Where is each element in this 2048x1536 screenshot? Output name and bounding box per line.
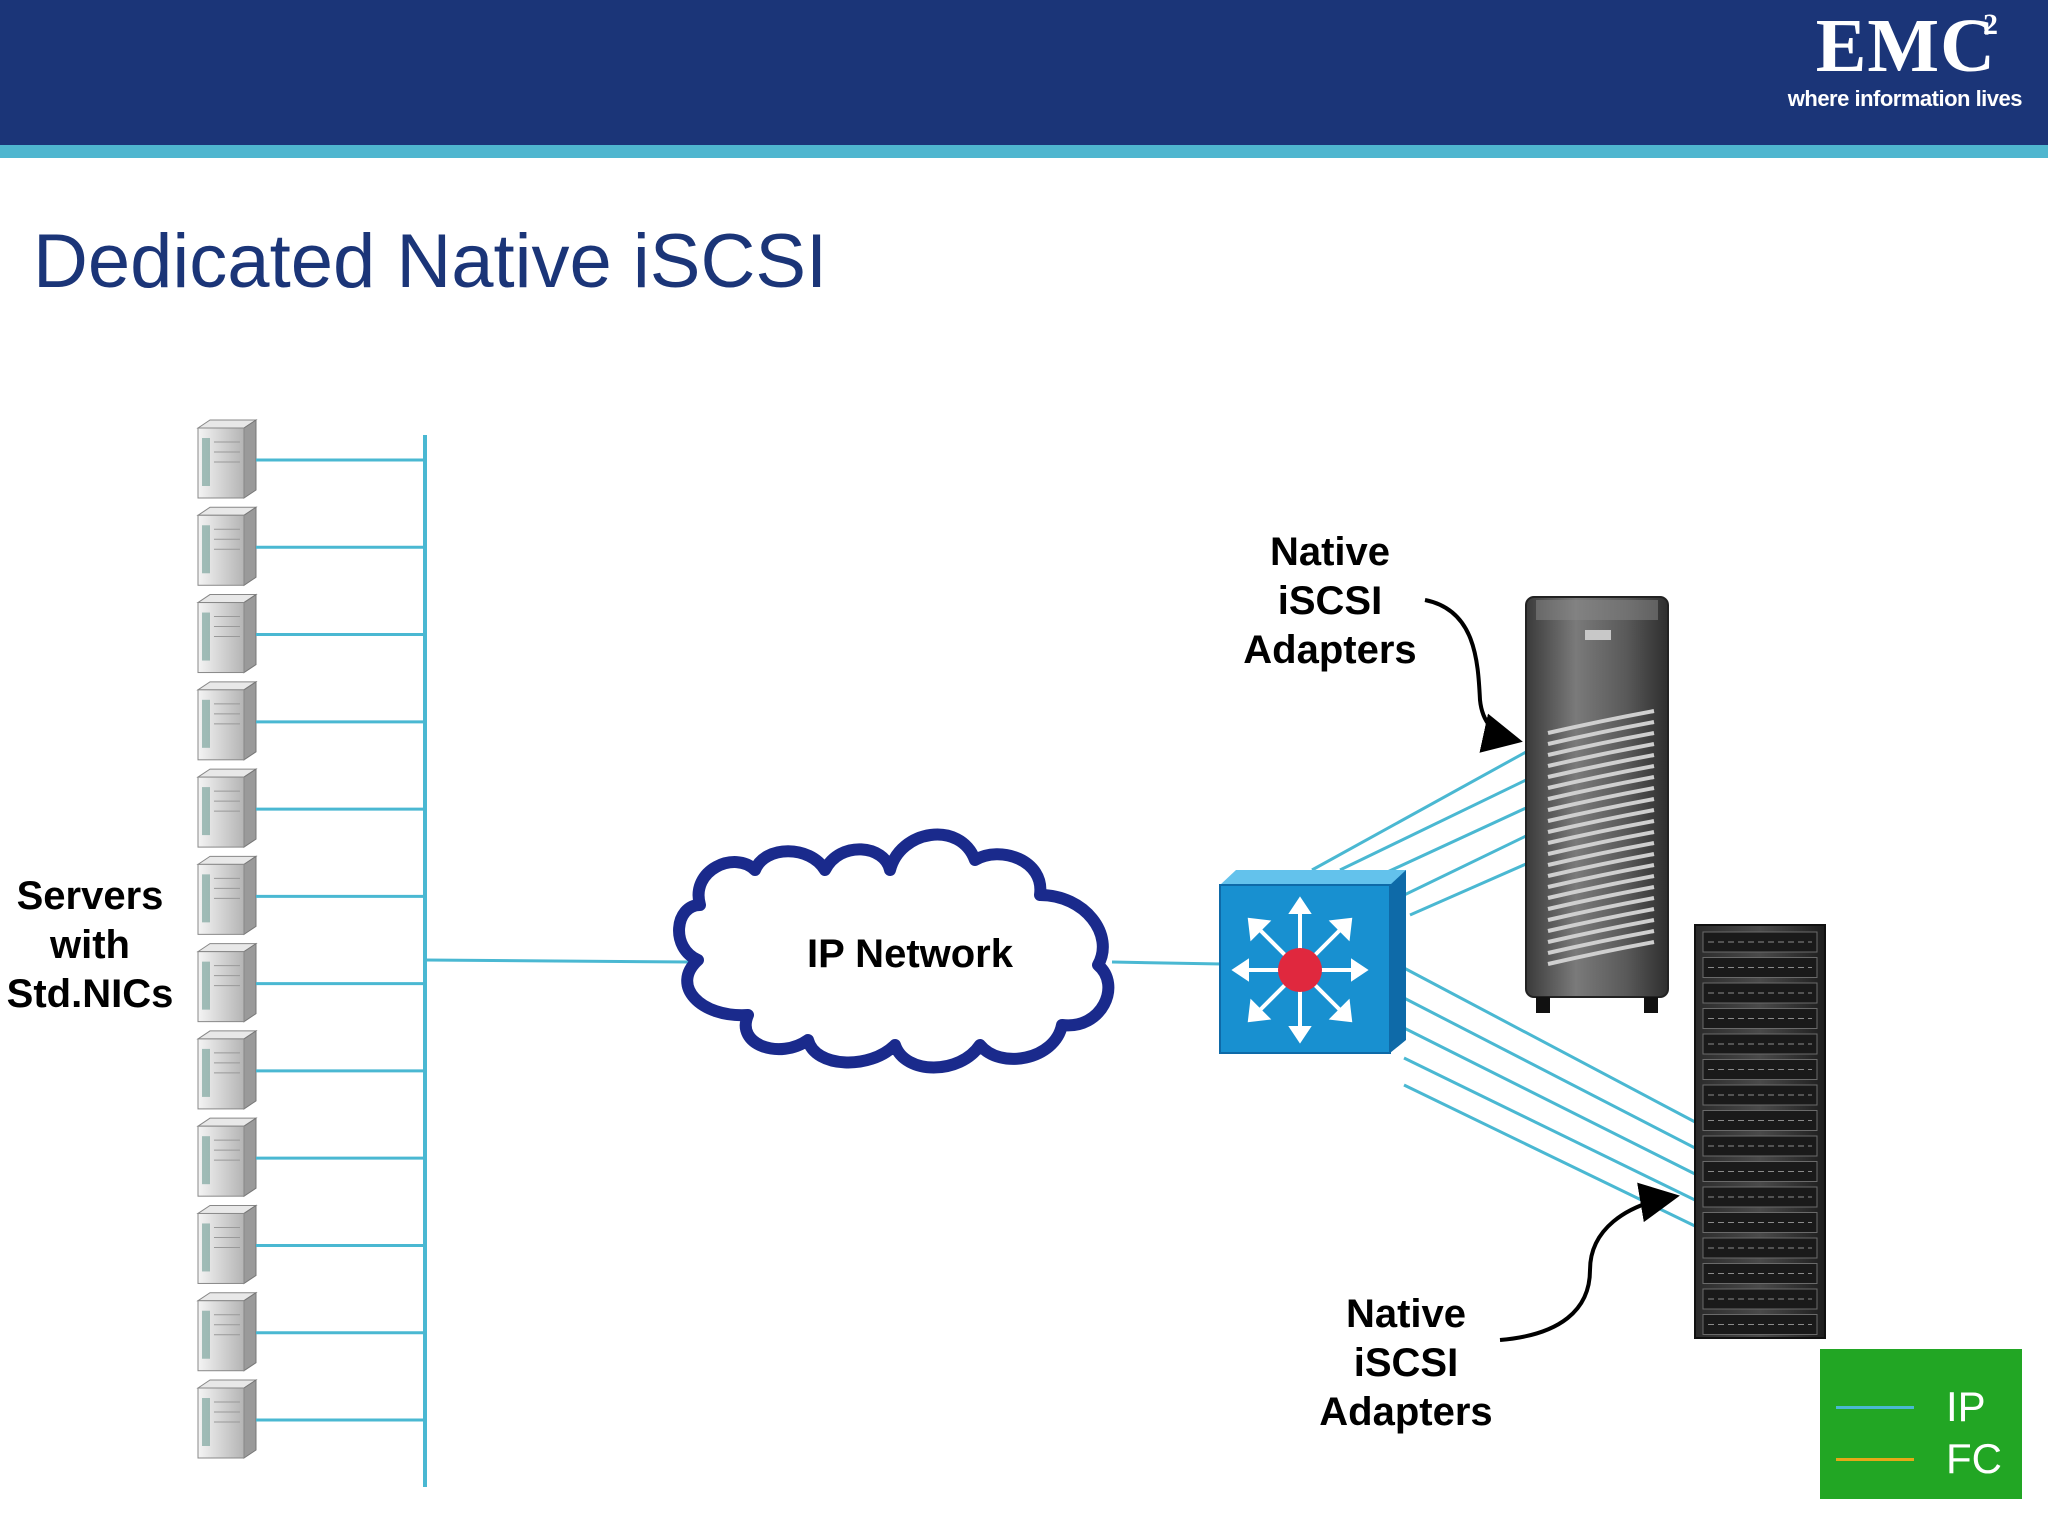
cloud-to-switch-link: [1111, 960, 1223, 966]
server-icon: [196, 419, 258, 499]
adapter-arrow-top: [1424, 598, 1523, 753]
adapters-bottom-label: Native iSCSI Adapters: [1296, 1290, 1516, 1437]
tower-vent-slat: [1547, 742, 1655, 768]
server-icon: [196, 680, 258, 761]
ip-network-label: IP Network: [807, 932, 1013, 976]
tower-vent-slat: [1547, 731, 1655, 757]
tower-vent-slat: [1547, 720, 1655, 746]
tower-storage-array: [1525, 596, 1669, 1013]
ip-network-cloud: [673, 828, 1115, 1074]
legend-label-fc: FC: [1946, 1435, 2002, 1482]
adapters-bottom-line-2: iSCSI: [1353, 1341, 1459, 1385]
adapters-top-line-2: iSCSI: [1277, 579, 1383, 623]
tower-vent-slat: [1547, 874, 1655, 900]
header-bar: [0, 0, 2048, 145]
servers-label-line-1: Servers: [16, 874, 164, 918]
server-icon: [196, 593, 258, 674]
server-icon: [196, 768, 258, 849]
tower-vent-slat: [1547, 896, 1655, 922]
tower-vent-slat: [1547, 775, 1655, 801]
server-icon: [196, 1117, 258, 1198]
legend-label-ip: IP: [1946, 1383, 1986, 1430]
emc-logo: EMC 2 where information lives: [1762, 4, 2023, 118]
server-icon: [196, 1029, 258, 1110]
tower-vent-slat: [1547, 940, 1655, 966]
header-accent-stripe: [0, 145, 2048, 158]
tower-vent-slat: [1547, 764, 1655, 790]
servers-label-line-3: Std.NICs: [6, 972, 174, 1016]
logo-superscript: 2: [1983, 8, 1998, 41]
tower-vent-slat: [1547, 907, 1655, 933]
adapter-arrow-bottom: [1499, 1182, 1680, 1342]
tower-vent-slat: [1547, 819, 1655, 845]
legend-swatch-fc: [1836, 1458, 1914, 1461]
legend: IP FC: [1820, 1349, 2022, 1499]
adapters-bottom-line-1: Native: [1345, 1292, 1467, 1336]
adapters-bottom-line-3: Adapters: [1319, 1390, 1493, 1434]
switch-to-tower-links: [1311, 750, 1527, 917]
tower-vent-slat: [1547, 753, 1655, 779]
server-icon: [196, 1291, 258, 1372]
network-switch: [1219, 870, 1406, 1054]
tower-vent-slat: [1547, 797, 1655, 823]
adapters-top-line-3: Adapters: [1243, 628, 1417, 672]
server-icon: [196, 855, 258, 936]
logo-tagline: where information lives: [1787, 86, 2023, 111]
tower-vent-slat: [1547, 918, 1655, 944]
tower-vent-slat: [1547, 786, 1655, 812]
adapters-top-label: Native iSCSI Adapters: [1220, 528, 1440, 675]
slide-title: Dedicated Native iSCSI: [33, 219, 828, 304]
tower-vent-slat: [1547, 863, 1655, 889]
servers-label: Servers with Std.NICs: [0, 872, 180, 1019]
tower-vent-slat: [1547, 709, 1655, 735]
server-icon: [196, 1379, 258, 1459]
tower-vent-slat: [1547, 808, 1655, 834]
server-group: [196, 419, 425, 1459]
rack-storage-array: [1694, 924, 1826, 1339]
servers-label-line-2: with: [50, 923, 130, 967]
tower-vent-slat: [1547, 841, 1655, 867]
legend-item-ip: IP: [1836, 1383, 2016, 1430]
server-icon: [196, 506, 258, 587]
bus-to-cloud-link: [424, 958, 691, 964]
legend-swatch-ip: [1836, 1406, 1914, 1409]
tower-vent-slat: [1547, 852, 1655, 878]
adapters-top-line-1: Native: [1269, 530, 1391, 574]
legend-item-fc: FC: [1836, 1435, 2016, 1482]
tower-vent-slat: [1547, 885, 1655, 911]
tower-vent-slat: [1547, 830, 1655, 856]
logo-wordmark: EMC: [1815, 4, 1996, 88]
server-icon: [196, 1204, 258, 1285]
server-icon: [196, 942, 258, 1023]
tower-vent-slat: [1547, 929, 1655, 955]
